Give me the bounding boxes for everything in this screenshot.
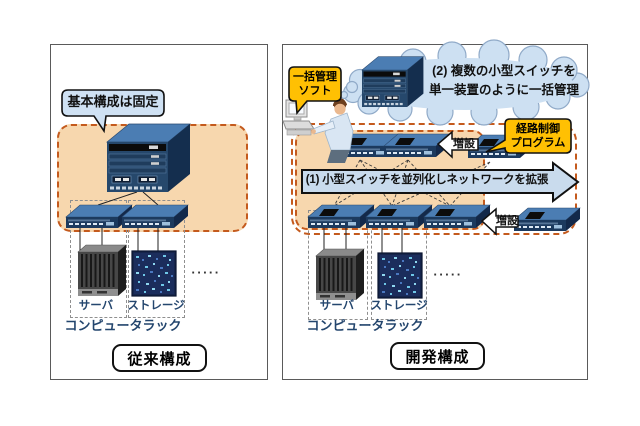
- expand-label-bottom: 増設: [496, 215, 518, 227]
- mgmt-software-callout-line2: ソフト: [298, 85, 332, 97]
- ellipsis: ·····: [191, 265, 221, 280]
- server-label: サーバ: [319, 300, 355, 312]
- routing-program-callout-line1: 経路制御: [516, 123, 560, 135]
- routing-program-callout-line2: プログラム: [510, 137, 566, 149]
- banner-label: (1) 小型スイッチを並列化しネットワークを拡張: [305, 174, 549, 186]
- mgmt-software-callout-line1: 一括管理: [293, 71, 337, 83]
- storage-label: ストレージ: [127, 300, 185, 312]
- cloud-note-line1: (2) 複数の小型スイッチを: [432, 64, 576, 78]
- rack-label: コンピュータラック: [306, 318, 424, 333]
- storage-label: ストレージ: [370, 300, 428, 312]
- expand-label-top: 増設: [453, 138, 475, 150]
- right-caption: 開発構成: [390, 342, 485, 370]
- ellipsis: ·····: [433, 267, 463, 282]
- rack-label: コンピュータラック: [64, 318, 182, 333]
- cloud-note-line2: 単一装置のように一括管理: [428, 83, 579, 97]
- fixed-config-callout-label: 基本構成は固定: [67, 94, 159, 109]
- server-label: サーバ: [78, 300, 114, 312]
- left-caption: 従来構成: [112, 344, 207, 372]
